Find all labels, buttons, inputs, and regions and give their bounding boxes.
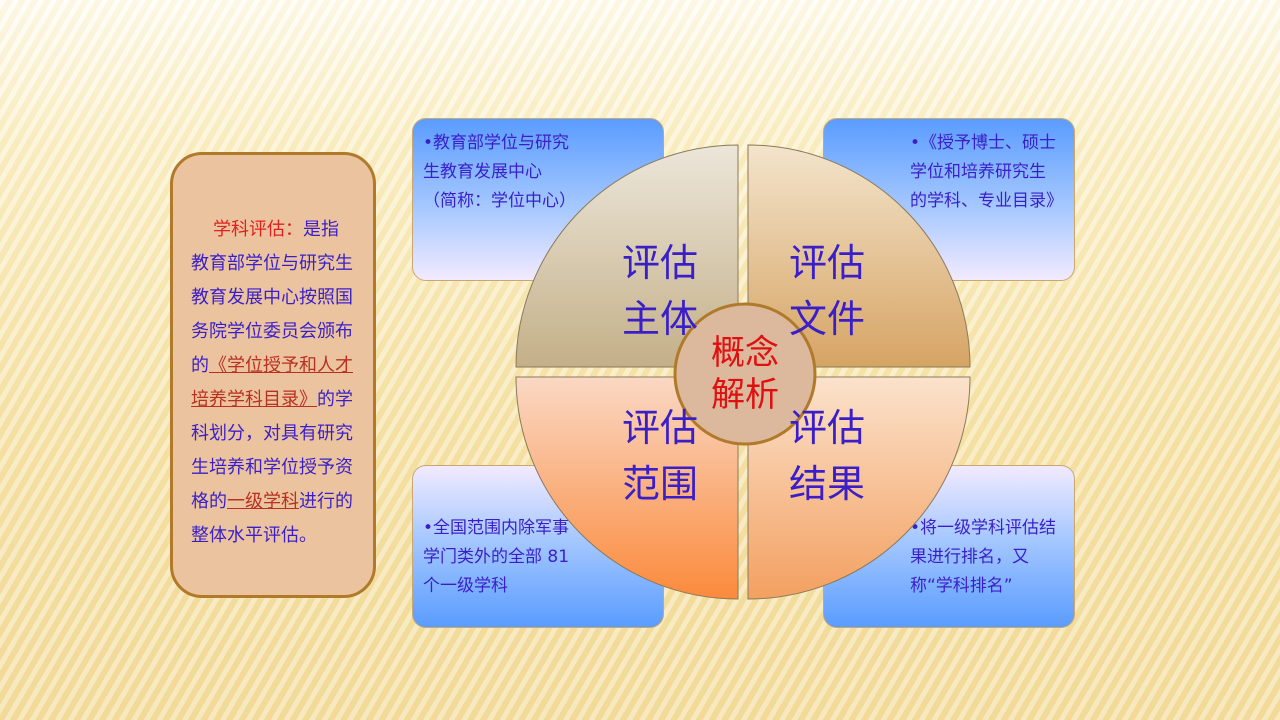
bullet: • — [423, 133, 434, 153]
quadrant-top-right[interactable] — [747, 144, 971, 368]
definition-text: 是指教育部学位与研究生教育发展中心按照国务院学位委员会颁布的 — [191, 219, 353, 376]
quadrant-label-document: 评估文件 — [788, 241, 865, 341]
quadrant-label-scope: 评估范围 — [621, 406, 698, 506]
document-text: 《授予博士、硕士学位和培养研究生的学科、专业目录》 — [910, 133, 1063, 211]
quadrant-bottom-right[interactable] — [747, 376, 971, 600]
result-text: 将一级学科评估结果进行排名，又称“学科排名” — [910, 518, 1057, 596]
bullet: • — [910, 518, 921, 538]
definition-text-2: 的学科划分，对具有研究生培养和学位授予资格的 — [191, 389, 353, 512]
definition-text-3: 进行的整体水平评估。 — [191, 491, 353, 546]
definition-panel: 学科评估：是指教育部学位与研究生教育发展中心按照国务院学位委员会颁布的《学位授予… — [170, 152, 376, 598]
quadrant-label-result: 评估结果 — [788, 406, 865, 506]
colon: ： — [285, 219, 303, 240]
scope-text: 全国范围内除军事学门类外的全部 81 个一级学科 — [423, 518, 570, 596]
quadrant-bottom-left[interactable] — [515, 376, 739, 600]
bullet: • — [423, 518, 434, 538]
center-circle[interactable] — [673, 302, 817, 446]
catalog-link[interactable]: 《学位授予和人才培养学科目录》 — [191, 355, 353, 410]
quadrant-top-left[interactable] — [515, 144, 739, 368]
quadrant-label-subject: 评估主体 — [621, 241, 698, 341]
definition-term: 学科评估 — [213, 219, 285, 240]
subject-text: 教育部学位与研究生教育发展中心（简称：学位中心） — [423, 133, 576, 211]
first-level-discipline-link[interactable]: 一级学科 — [227, 491, 299, 512]
center-label: 概念解析 — [711, 333, 779, 415]
bullet: • — [910, 133, 921, 153]
